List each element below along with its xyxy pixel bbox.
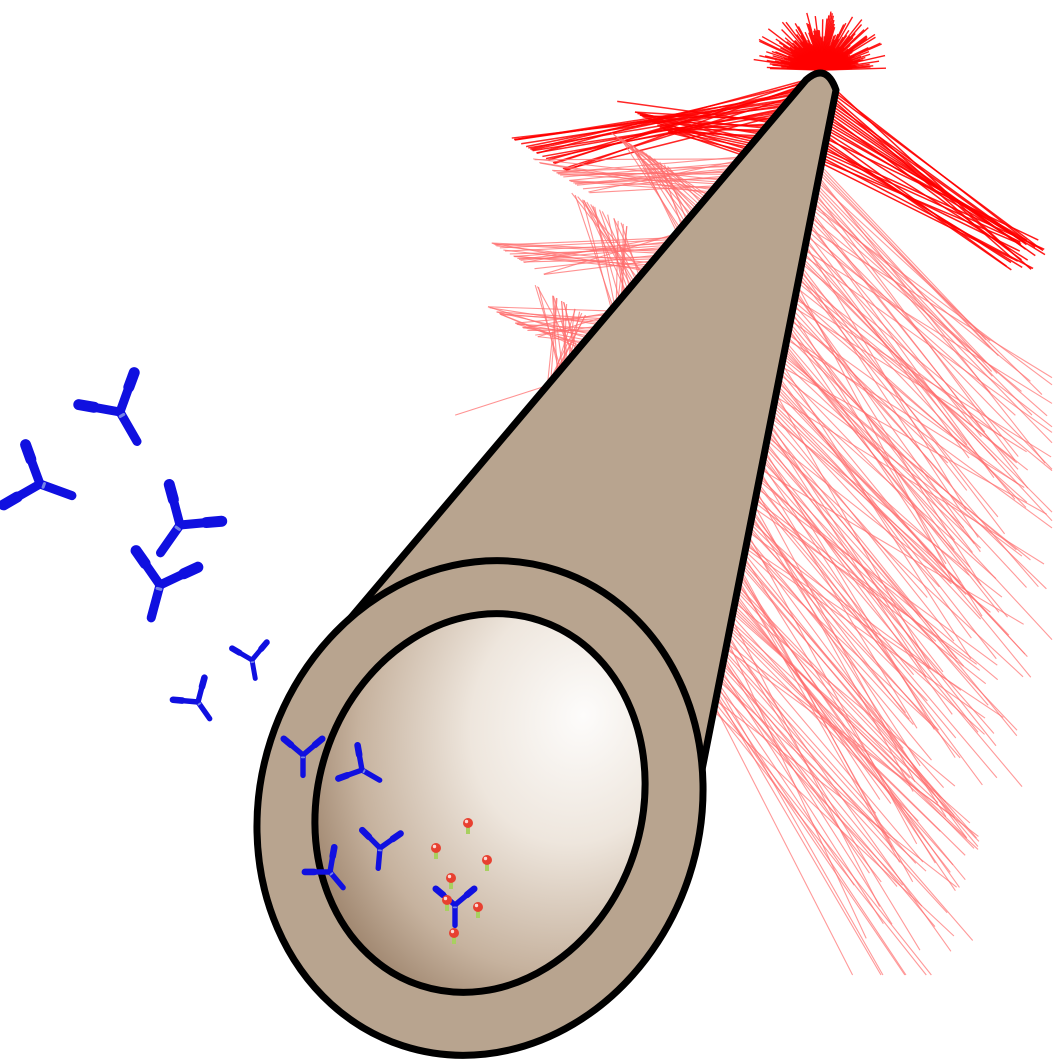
emission-ray: [634, 146, 684, 224]
emission-ray: [726, 646, 875, 813]
emission-ray: [807, 236, 1052, 426]
emission-ray: [572, 193, 638, 278]
light-emission-apex: [754, 12, 886, 70]
emission-ray: [826, 139, 1038, 240]
emission-ray: [643, 117, 747, 150]
emission-ray: [533, 159, 721, 180]
antibody-icon: [79, 373, 165, 458]
emission-ray: [829, 125, 1027, 240]
emission-ray: [810, 220, 1052, 469]
emission-ray: [824, 152, 1021, 242]
emission-ray: [717, 692, 906, 975]
emission-ray: [797, 288, 1028, 470]
emission-ray: [824, 150, 1044, 250]
antibody-icon: [232, 642, 272, 681]
emission-ray: [714, 711, 954, 936]
free-antibodies: [4, 373, 273, 730]
antibody-icon: [120, 551, 198, 626]
antibody-icon: [4, 445, 83, 526]
emission-ray: [724, 659, 892, 924]
antibody-icon: [173, 678, 225, 730]
